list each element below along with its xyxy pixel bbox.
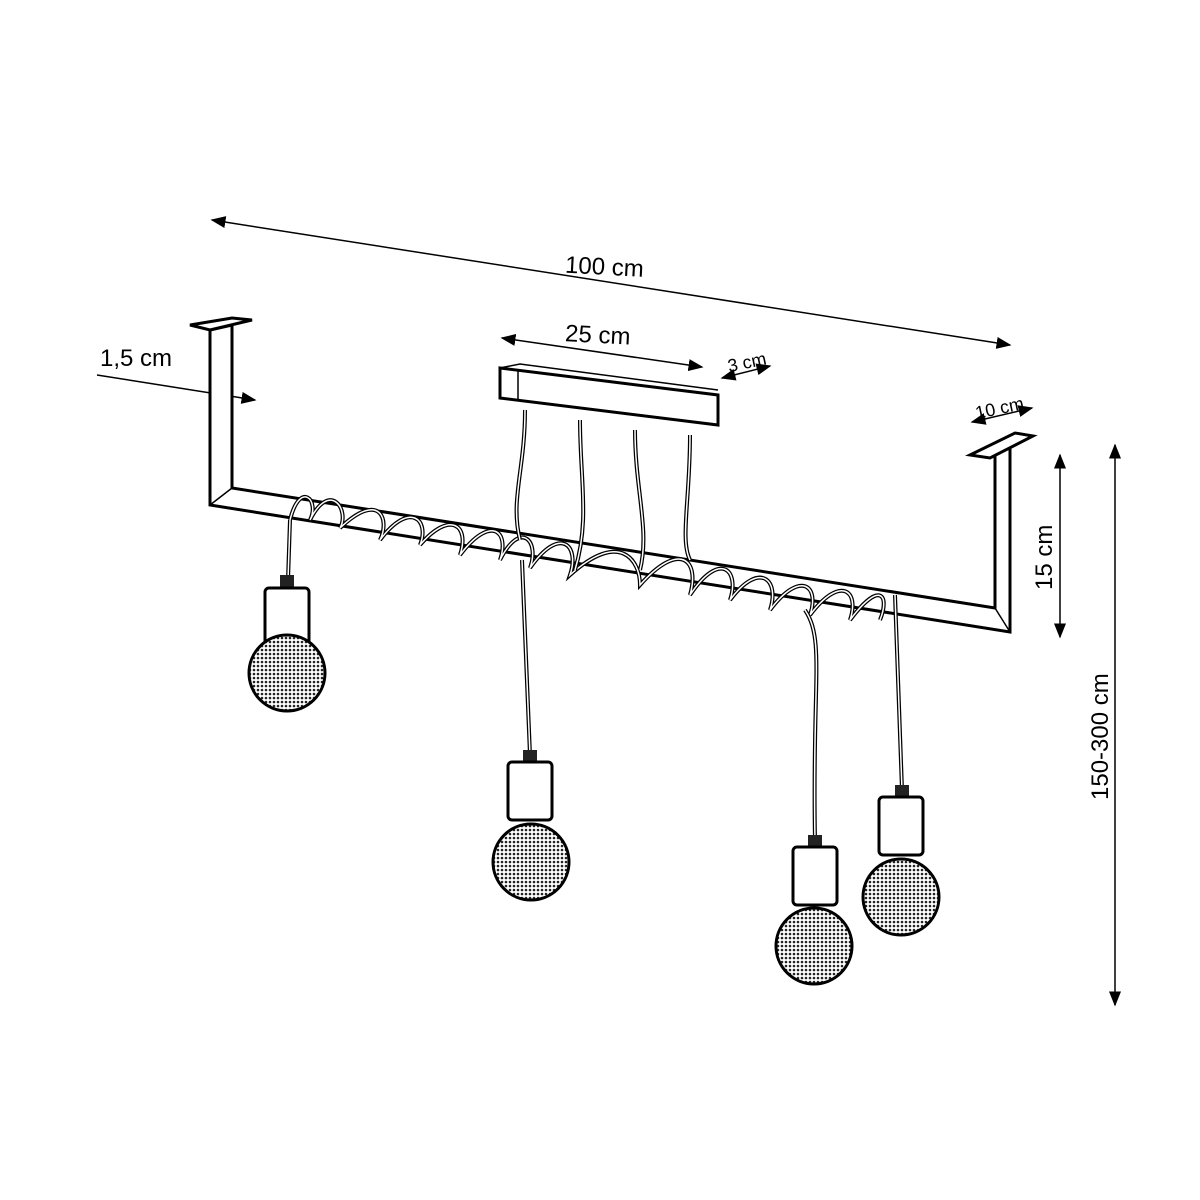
left-mount-plate [189,316,253,332]
dimension-100cm: 100 cm [210,216,1012,349]
pendant-lamp-2 [491,750,571,902]
pendant-lamp-3 [774,835,854,986]
pendant-lamp-4 [861,785,941,937]
dimension-1-5cm: 1,5 cm [96,345,257,404]
bar-thickness-label: 1,5 cm [100,345,172,372]
wrapped-cables [288,409,886,622]
dimension-15cm: 15 cm [1031,453,1066,639]
ceiling-canopy [498,363,720,427]
bulb-icon [491,822,571,902]
pendant-cables [286,519,904,841]
bracket-width-label: 10 cm [973,393,1025,423]
frame-bar [189,316,1038,634]
dimension-150-300cm: 150-300 cm [1087,443,1121,1007]
suspension-height-label: 150-300 cm [1087,673,1114,800]
canopy-length-label: 25 cm [564,320,631,350]
canopy-depth-label: 3 cm [726,348,768,376]
total-length-label: 100 cm [564,252,644,283]
dimension-10cm: 10 cm [970,393,1034,425]
bulb-icon [774,906,854,986]
pendant-lamp-1 [247,575,327,713]
bracket-height-label: 15 cm [1031,525,1058,590]
dimension-3cm: 3 cm [720,348,772,381]
dimension-25cm: 25 cm [500,320,704,372]
right-mount-plate [965,431,1038,460]
bulb-icon [247,633,327,713]
bulb-icon [861,857,941,937]
